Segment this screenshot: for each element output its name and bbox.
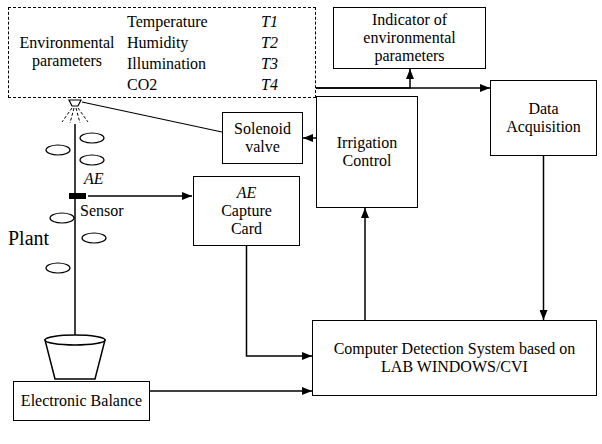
dashed-group: Environmental parameters Temperature T1Hum… [8,7,316,98]
process-box: Indicator of environmental parameters [333,7,486,69]
process-box: Irrigation Control [316,96,418,208]
node-text: T2 [261,34,278,52]
node-text: AE [237,184,257,202]
node-text: Humidity [127,34,188,52]
node-text: Illumination [127,55,206,73]
plant-label: Plant [8,228,49,248]
connector-arrow [364,208,366,320]
node-text: Temperature [127,13,208,31]
node-text: Data Acquisition [499,100,589,136]
sensor-label: AE [84,169,104,189]
connector-arrow [247,246,313,356]
plant-stem [74,124,76,340]
valve-pipe [82,102,222,132]
node-text: Environmental parameters [15,34,119,70]
node-text: Capture Card [212,202,282,238]
connector-arrow [543,156,545,320]
process-box: Data Acquisition [490,80,597,156]
process-box: Solenoid valve [222,112,303,164]
process-box: AECapture Card [193,176,300,246]
connector-arrow [316,87,490,89]
node-text: Solenoid valve [228,120,297,156]
process-box: Computer Detection System based on LAB W… [312,320,597,396]
sensor-arrow [88,195,192,197]
node-text: T4 [261,76,278,94]
connector-arrow [316,69,410,88]
sprinkler [62,100,88,123]
connector-arrow [150,390,312,392]
connector-arrow [303,137,316,139]
node-text: Computer Detection System based on LAB W… [325,340,585,376]
ae-sensor [69,193,86,199]
node-text: T3 [261,55,278,73]
process-box: Electronic Balance [13,381,150,421]
plant-pot [45,335,105,379]
node-text: Irrigation Control [322,134,412,170]
node-text: T1 [261,13,278,31]
sensor-label: Sensor [80,201,124,221]
node-text: Electronic Balance [21,392,142,410]
node-text: Indicator of environmental parameters [355,11,465,65]
node-text: CO2 [127,76,157,94]
